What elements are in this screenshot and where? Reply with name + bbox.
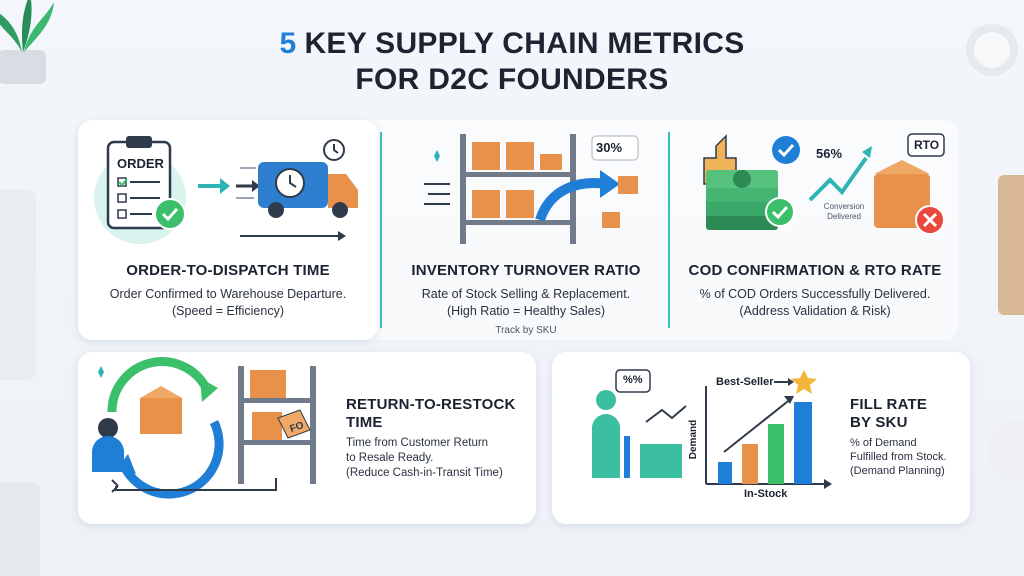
title-line-1: KEY SUPPLY CHAIN METRICS [304,27,745,60]
return-restock-illustration [92,357,316,499]
metric-title-order-dispatch: ORDER-TO-DISPATCH TIME [126,262,330,279]
metric-desc-fill-2: Fulfilled from Stock. [850,451,947,463]
inventory-turnover-illustration [424,134,639,244]
cod-chart-label-1: Conversion [823,202,865,211]
metric-desc-cod-1: % of COD Orders Successfully Delivered. [699,287,931,301]
metric-desc-order-dispatch-1: Order Confirmed to Warehouse Departure. [109,287,347,301]
divider-2 [668,132,670,328]
fill-rate-badge: %% [623,374,643,386]
plant-decoration [0,0,60,90]
metric-desc-return-2: to Resale Ready. [346,452,434,464]
title-number: 5 [279,27,297,60]
metric-desc-order-dispatch-2: (Speed = Efficiency) [172,304,284,318]
best-seller-label: Best-Seller [716,376,774,388]
fill-rate-xlabel: In-Stock [744,488,788,500]
order-dispatch-illustration [94,136,358,244]
fill-rate-ylabel: Demand [688,419,700,460]
title-line-2: FOR D2C FOUNDERS [355,63,669,96]
tablet-decoration [0,482,40,576]
coffee-cup-decoration [960,22,1024,82]
metric-desc-fill-3: (Demand Planning) [850,465,945,477]
turnover-badge: 30% [596,140,623,155]
mouse-decoration [988,420,1024,480]
cod-chart-label-2: Delivered [827,212,861,221]
divider-1 [380,132,382,328]
notebook-decoration [998,175,1024,315]
metric-desc-inventory-1: Rate of Stock Selling & Replacement. [421,287,631,301]
metric-title-fill-rate-2: BY SKU [850,414,908,431]
cod-rto-illustration [703,133,945,235]
keyboard-decoration [0,190,36,380]
cod-percent: 56% [816,146,843,161]
metric-title-cod-rto: COD CONFIRMATION & RTO RATE [688,262,942,279]
fill-rate-illustration [592,369,832,489]
metric-desc-cod-2: (Address Validation & Risk) [739,304,891,318]
metric-title-fill-rate-1: FILL RATE [850,396,928,413]
metric-note-inventory: Track by SKU [495,325,557,336]
metric-title-return-restock-2: TIME [346,414,383,431]
metric-desc-fill-1: % of Demand [850,437,917,449]
metric-desc-return-1: Time from Customer Return [346,437,489,449]
metric-desc-inventory-2: (High Ratio = Healthy Sales) [446,304,606,318]
metric-title-inventory-turnover: INVENTORY TURNOVER RATIO [411,262,641,279]
metric-title-return-restock-1: RETURN-TO-RESTOCK [346,396,516,413]
metric-desc-return-3: (Reduce Cash-in-Transit Time) [346,467,503,479]
order-icon-label: ORDER [117,156,164,171]
rto-tag: RTO [914,138,940,152]
